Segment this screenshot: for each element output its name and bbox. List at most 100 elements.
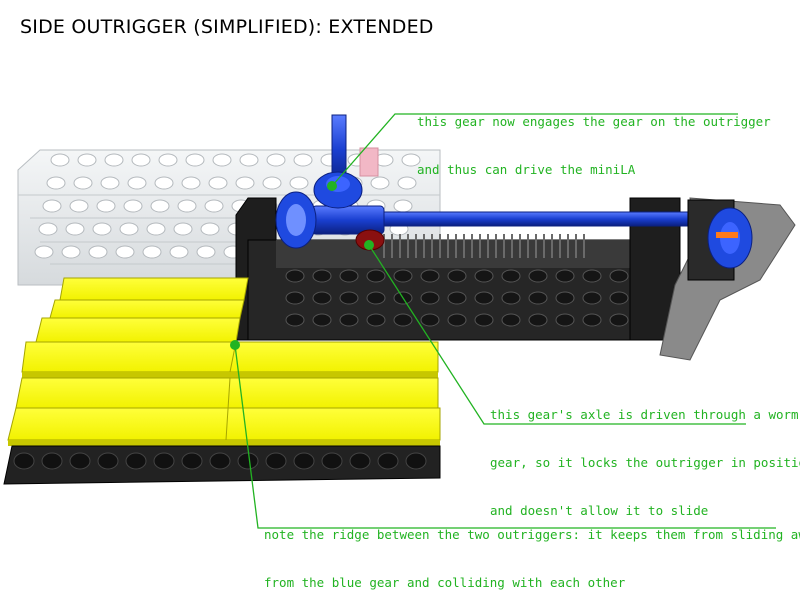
stud — [181, 176, 201, 190]
stud — [420, 313, 440, 327]
stud — [312, 269, 332, 283]
stud — [393, 199, 413, 213]
stud — [150, 199, 170, 213]
stud — [158, 153, 178, 167]
stud — [97, 452, 119, 470]
stud — [131, 153, 151, 167]
stud — [339, 291, 359, 305]
annotation-gear-engages-line2: and thus can drive the miniLA — [417, 162, 636, 177]
stud — [285, 269, 305, 283]
stud — [528, 269, 548, 283]
stud — [321, 452, 343, 470]
stud — [447, 269, 467, 283]
stud — [73, 176, 93, 190]
stud — [555, 269, 575, 283]
stud — [65, 222, 85, 236]
stud — [46, 176, 66, 190]
stud — [265, 452, 287, 470]
stud — [96, 199, 116, 213]
stud — [293, 452, 315, 470]
stud — [405, 452, 427, 470]
blue-gear-right — [707, 207, 753, 269]
annotation-markers — [230, 181, 374, 350]
stud — [104, 153, 124, 167]
stud — [555, 291, 575, 305]
stud — [420, 269, 440, 283]
stud — [42, 199, 62, 213]
stud — [115, 245, 135, 259]
stud — [366, 269, 386, 283]
stud — [474, 269, 494, 283]
stud — [397, 176, 417, 190]
annotation-worm-lock-line3: and doesn't allow it to slide — [490, 503, 709, 518]
stud — [285, 291, 305, 305]
stud — [235, 176, 255, 190]
stud — [185, 153, 205, 167]
marker-gear-engages — [327, 181, 337, 191]
stud — [69, 199, 89, 213]
gear-rack — [383, 234, 585, 258]
pink-axle-stub — [359, 147, 379, 177]
annotation-worm-lock-line2: gear, so it locks the outrigger in posit… — [490, 455, 800, 470]
stud — [125, 452, 147, 470]
stud — [474, 291, 494, 305]
stud — [237, 452, 259, 470]
stud — [154, 176, 174, 190]
stud — [377, 452, 399, 470]
stud — [401, 153, 421, 167]
stud — [609, 269, 629, 283]
stud — [266, 153, 286, 167]
leader-worm-lock — [368, 244, 746, 425]
stud — [289, 176, 309, 190]
annotation-worm-lock: this gear's axle is driven through a wor… — [490, 375, 800, 535]
stud — [312, 313, 332, 327]
stud — [127, 176, 147, 190]
black-base-plate — [3, 445, 441, 485]
annotation-leaders — [234, 113, 776, 529]
stud — [88, 245, 108, 259]
annotation-worm-lock-line1: this gear's axle is driven through a wor… — [490, 407, 799, 422]
stud — [61, 245, 81, 259]
stud — [582, 269, 602, 283]
stud — [146, 222, 166, 236]
stud — [609, 313, 629, 327]
blue-gear-top — [313, 171, 363, 209]
annotation-ridge-line2: from the blue gear and colliding with ea… — [264, 575, 626, 590]
stud — [153, 452, 175, 470]
stud — [501, 269, 521, 283]
stud — [169, 245, 189, 259]
stud — [208, 176, 228, 190]
leader-ridge — [234, 344, 776, 529]
stud — [501, 313, 521, 327]
stud — [196, 245, 216, 259]
stud — [69, 452, 91, 470]
stud — [212, 153, 232, 167]
stud — [77, 153, 97, 167]
stud — [285, 313, 305, 327]
stud — [119, 222, 139, 236]
stud — [177, 199, 197, 213]
stud — [100, 176, 120, 190]
stud — [582, 291, 602, 305]
diagram-title: SIDE OUTRIGGER (SIMPLIFIED): EXTENDED — [20, 16, 434, 38]
stud — [420, 291, 440, 305]
leader-gear-engages — [331, 113, 738, 187]
stud — [447, 313, 467, 327]
stud — [339, 313, 359, 327]
stud — [181, 452, 203, 470]
stud — [209, 452, 231, 470]
stud — [447, 291, 467, 305]
marker-worm-lock — [364, 240, 374, 250]
stud — [609, 291, 629, 305]
stud — [582, 313, 602, 327]
stud — [393, 269, 413, 283]
blue-gear-left — [275, 191, 317, 249]
stud — [312, 291, 332, 305]
stud — [123, 199, 143, 213]
red-gear — [355, 229, 385, 251]
annotation-ridge-line1: note the ridge between the two outrigger… — [264, 527, 800, 542]
stud — [239, 153, 259, 167]
stud — [173, 222, 193, 236]
stud — [393, 313, 413, 327]
